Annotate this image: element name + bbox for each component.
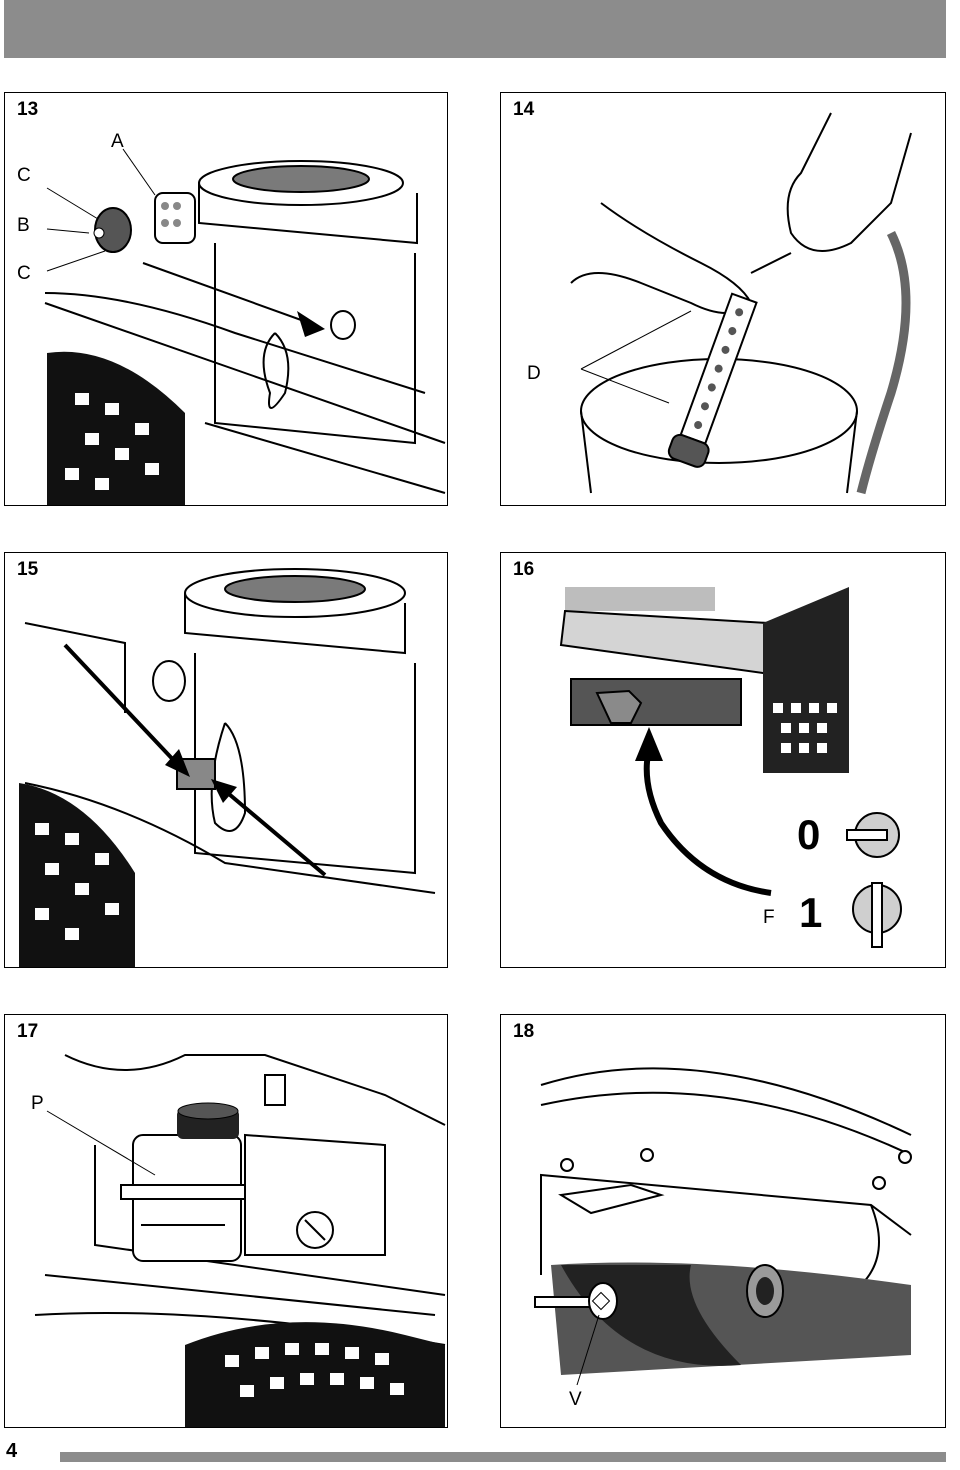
figure-17-drawing: [34, 1054, 446, 1427]
page-number: 4: [6, 1440, 18, 1462]
figure-number: 18: [513, 1021, 535, 1042]
label-a: A: [111, 131, 124, 152]
figure-15: 15: [4, 552, 448, 968]
label-c-top: C: [17, 165, 31, 186]
label-d: D: [527, 363, 541, 384]
label-b: B: [17, 215, 30, 236]
figure-18: 18 V: [500, 1014, 946, 1428]
header-bar: [4, 0, 946, 58]
footer-bar: [60, 1452, 946, 1462]
figure-16: 16 0 1 F: [500, 552, 946, 968]
label-c-bottom: C: [17, 263, 31, 284]
label-p: P: [31, 1093, 44, 1114]
label-v: V: [569, 1389, 582, 1410]
figure-16-drawing: [559, 587, 902, 948]
figure-number: 14: [513, 99, 535, 120]
figure-14: 14 D: [500, 92, 946, 506]
position-1-label: 1: [799, 889, 823, 936]
figure-17: 17 P: [4, 1014, 448, 1428]
figure-number: 17: [17, 1021, 39, 1042]
label-f: F: [763, 907, 775, 928]
figure-number: 13: [17, 99, 39, 120]
figure-14-drawing: [570, 112, 912, 495]
figure-15-drawing: [19, 568, 436, 967]
figure-13-drawing: [44, 148, 446, 505]
figure-number: 16: [513, 559, 535, 580]
figure-18-drawing: [534, 1067, 912, 1386]
figure-number: 15: [17, 559, 39, 580]
position-0-label: 0: [797, 811, 821, 858]
figure-13: 13 A C B C: [4, 92, 448, 506]
